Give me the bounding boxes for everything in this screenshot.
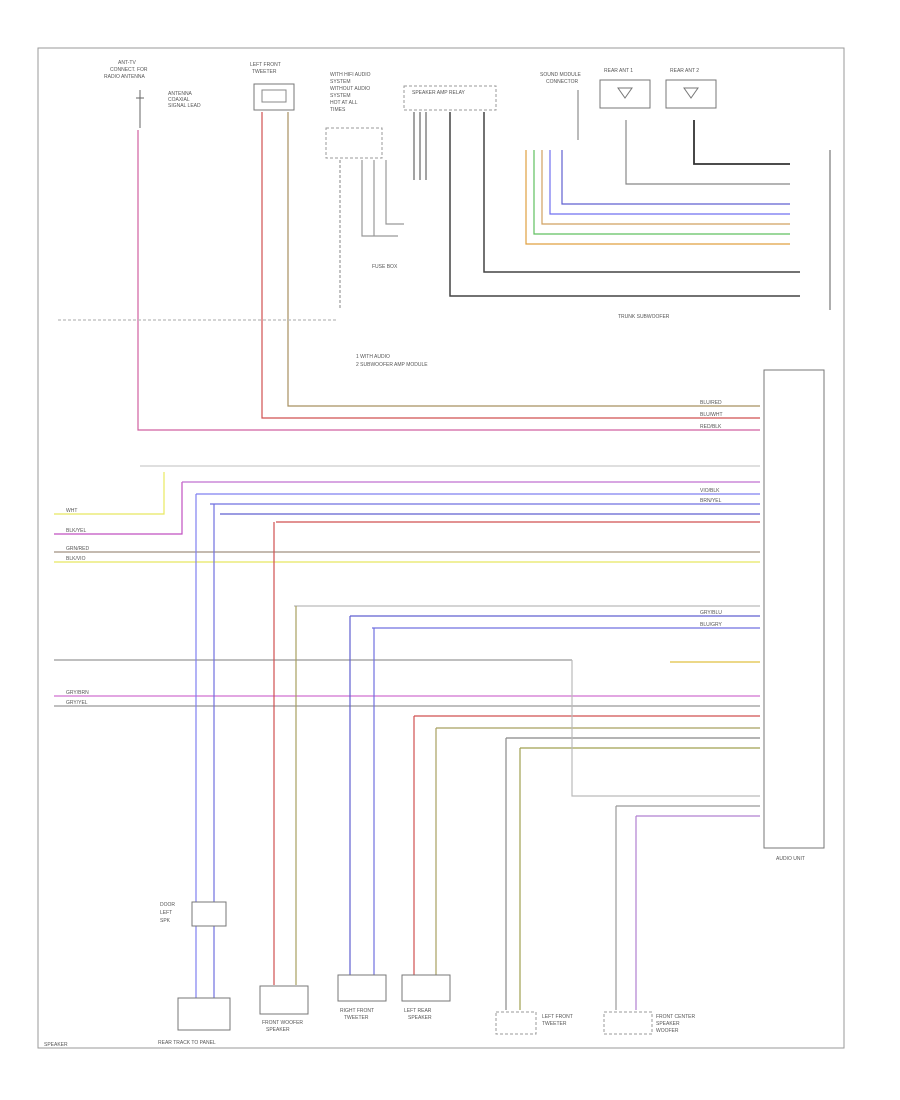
svg-text:BRN/YEL: BRN/YEL [700, 498, 722, 504]
rear-antenna-2: REAR ANT 2 [665, 68, 717, 109]
fuse-box-label: FUSE BOX [372, 264, 398, 270]
svg-text:GRN/RED: GRN/RED [66, 546, 89, 552]
svg-text:BLU/RED: BLU/RED [700, 400, 722, 406]
rear-track-panel: REAR TRACK TO PANEL [158, 997, 231, 1046]
svg-text:ANTENNA: ANTENNA [168, 91, 193, 97]
svg-text:SPEAKER: SPEAKER [656, 1021, 680, 1027]
front-center-speaker: FRONT CENTER SPEAKER WOOFER [603, 1011, 695, 1035]
front-woofer-speaker: FRONT WOOFER SPEAKER [259, 985, 309, 1033]
svg-text:AUDIO UNIT: AUDIO UNIT [776, 856, 805, 862]
svg-text:SPEAKER: SPEAKER [266, 1027, 290, 1033]
svg-text:ANT-TV: ANT-TV [118, 60, 136, 66]
svg-text:SPEAKER AMP RELAY: SPEAKER AMP RELAY [412, 90, 466, 96]
svg-text:2 SUBWOOFER AMP MODULE: 2 SUBWOOFER AMP MODULE [356, 362, 428, 368]
svg-text:SYSTEM: SYSTEM [330, 79, 351, 85]
svg-text:FRONT WOOFER: FRONT WOOFER [262, 1020, 303, 1026]
svg-text:GRY/BLU: GRY/BLU [700, 610, 722, 616]
svg-text:TWEETER: TWEETER [542, 1021, 567, 1027]
svg-text:LEFT FRONT: LEFT FRONT [542, 1014, 573, 1020]
svg-text:RED/BLK: RED/BLK [700, 424, 722, 430]
sound-module-connector: SOUND MODULE CONNECTOR [540, 72, 582, 140]
svg-text:SIGNAL LEAD: SIGNAL LEAD [168, 103, 201, 109]
svg-text:COAXIAL: COAXIAL [168, 97, 190, 103]
svg-text:REAR TRACK TO PANEL: REAR TRACK TO PANEL [158, 1040, 216, 1046]
svg-text:GRY/BRN: GRY/BRN [66, 690, 89, 696]
rear-antenna-1: REAR ANT 1 [599, 68, 651, 109]
svg-text:SYSTEM: SYSTEM [330, 93, 351, 99]
legend-notes: 1 WITH AUDIO 2 SUBWOOFER AMP MODULE [356, 354, 428, 368]
svg-text:LEFT: LEFT [160, 910, 172, 916]
svg-text:LEFT FRONT: LEFT FRONT [250, 62, 281, 68]
svg-text:SPK: SPK [160, 918, 171, 924]
hifi-note: WITH HIFI AUDIO SYSTEM WITHOUT AUDIO SYS… [325, 72, 383, 159]
svg-text:BLK/YEL: BLK/YEL [66, 528, 87, 534]
left-front-tweeter-top: LEFT FRONT TWEETER [250, 62, 295, 111]
audio-unit-pin-labels: BLU/RED BLU/WHT RED/BLK VIO/BLK BRN/YEL … [700, 400, 723, 628]
mid-wiring [54, 465, 760, 1010]
front-speaker-amp: DOOR LEFT SPK [160, 901, 227, 927]
footer-label: SPEAKER [44, 1042, 68, 1048]
antenna-connector: ANT-TV CONNECT. FOR RADIO ANTENNA ANTENN… [104, 60, 201, 128]
top-wiring [58, 112, 831, 431]
svg-text:TIMES: TIMES [330, 107, 346, 113]
right-front-tweeter: RIGHT FRONT TWEETER [337, 974, 387, 1021]
svg-text:CONNECTOR: CONNECTOR [546, 79, 579, 85]
junction-label: TRUNK SUBWOOFER [618, 314, 670, 320]
svg-text:VIO/BLK: VIO/BLK [700, 488, 720, 494]
svg-text:SPEAKER: SPEAKER [408, 1015, 432, 1021]
left-wire-labels: WHT BLK/YEL GRN/RED BLK/VIO GRY/BRN GRY/… [66, 508, 89, 706]
svg-text:REAR ANT 2: REAR ANT 2 [670, 68, 699, 74]
audio-unit: AUDIO UNIT [763, 369, 825, 862]
left-rear-speaker: LEFT REAR SPEAKER [401, 974, 451, 1021]
svg-text:BLK/VIO: BLK/VIO [66, 556, 86, 562]
svg-text:TWEETER: TWEETER [344, 1015, 369, 1021]
svg-text:FRONT CENTER: FRONT CENTER [656, 1014, 695, 1020]
svg-text:RADIO ANTENNA: RADIO ANTENNA [104, 74, 146, 80]
left-front-tweeter-bottom: LEFT FRONT TWEETER [495, 1011, 573, 1035]
svg-text:GRY/YEL: GRY/YEL [66, 700, 88, 706]
fuse-connector: SPEAKER AMP RELAY [403, 85, 497, 111]
svg-text:BLU/GRY: BLU/GRY [700, 622, 723, 628]
svg-text:WOOFER: WOOFER [656, 1028, 679, 1034]
svg-text:HOT AT ALL: HOT AT ALL [330, 100, 358, 106]
svg-text:WITHOUT AUDIO: WITHOUT AUDIO [330, 86, 370, 92]
svg-text:SOUND MODULE: SOUND MODULE [540, 72, 582, 78]
svg-text:DOOR: DOOR [160, 902, 175, 908]
diagram-frame [37, 47, 845, 1049]
svg-text:RIGHT FRONT: RIGHT FRONT [340, 1008, 374, 1014]
svg-text:1 WITH AUDIO: 1 WITH AUDIO [356, 354, 390, 360]
svg-text:WHT: WHT [66, 508, 77, 514]
svg-text:REAR ANT 1: REAR ANT 1 [604, 68, 633, 74]
svg-text:CONNECT. FOR: CONNECT. FOR [110, 67, 148, 73]
svg-text:TWEETER: TWEETER [252, 69, 277, 75]
svg-text:WITH HIFI AUDIO: WITH HIFI AUDIO [330, 72, 371, 78]
svg-text:BLU/WHT: BLU/WHT [700, 412, 723, 418]
svg-text:LEFT REAR: LEFT REAR [404, 1008, 432, 1014]
